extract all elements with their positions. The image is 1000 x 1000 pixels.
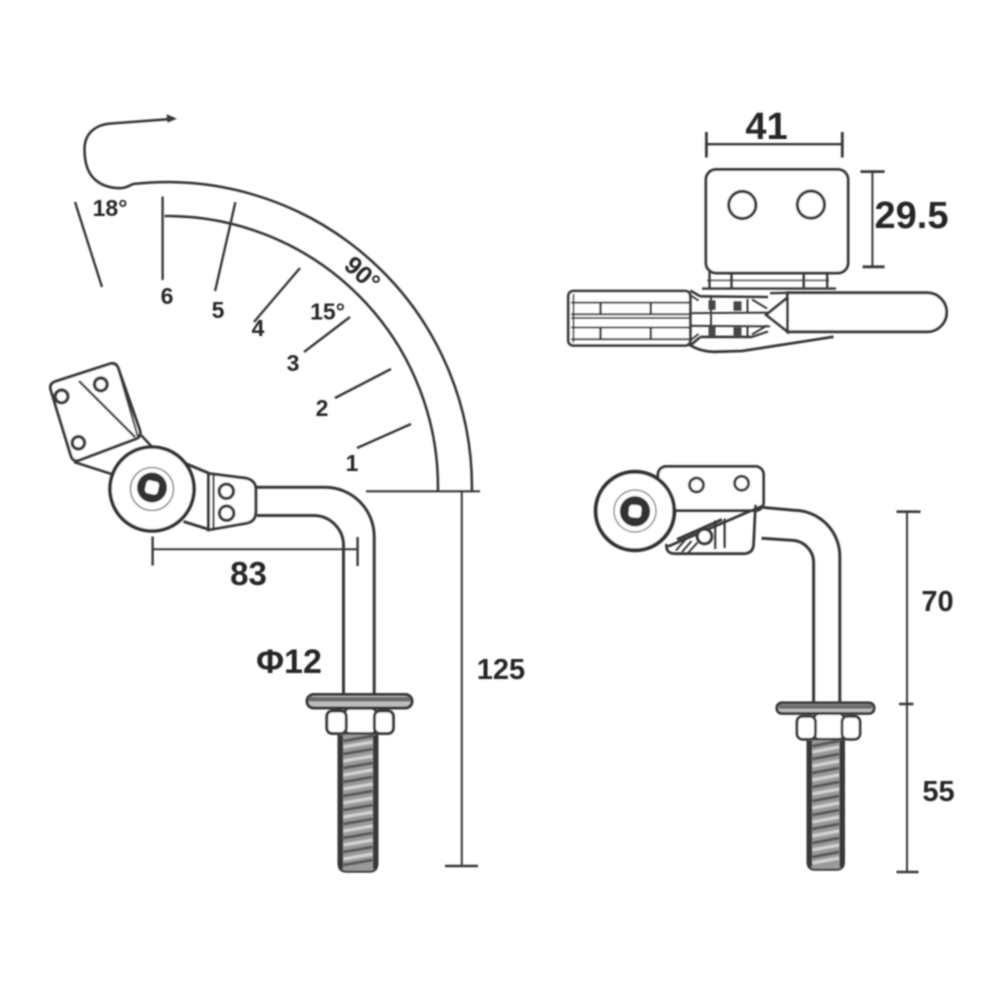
svg-text:2: 2 — [316, 395, 329, 421]
svg-text:5: 5 — [212, 297, 225, 323]
svg-text:6: 6 — [161, 283, 174, 309]
svg-text:29.5: 29.5 — [875, 195, 949, 237]
svg-text:4: 4 — [252, 315, 265, 341]
svg-text:1: 1 — [346, 450, 359, 476]
svg-text:83: 83 — [230, 555, 267, 592]
svg-text:15°: 15° — [310, 299, 345, 325]
svg-text:18°: 18° — [93, 195, 128, 221]
svg-text:125: 125 — [477, 654, 525, 686]
svg-text:3: 3 — [287, 350, 300, 376]
svg-text:Φ12: Φ12 — [256, 643, 322, 681]
svg-text:55: 55 — [922, 776, 954, 808]
svg-text:70: 70 — [921, 586, 953, 618]
svg-text:41: 41 — [745, 106, 787, 148]
